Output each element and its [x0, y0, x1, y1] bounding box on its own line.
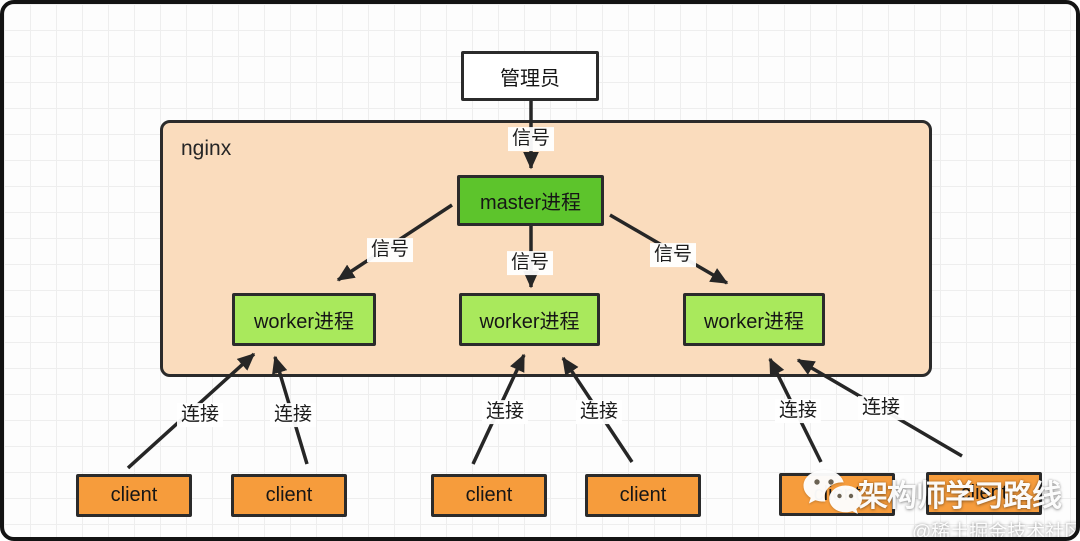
signal-label-3: 信号 [506, 251, 554, 275]
watermark-credit-text: @稀土掘金技术社区 [912, 522, 1080, 541]
connection-label-1: 连接 [176, 403, 224, 427]
client-box-5: client [779, 473, 895, 516]
admin-box: 管理员 [461, 51, 599, 101]
connection-label-2: 连接 [269, 403, 317, 427]
nginx-container-label: nginx [181, 137, 232, 160]
connection-label-5: 连接 [774, 399, 822, 423]
signal-label-1: 信号 [507, 127, 555, 151]
client-box-2: client [231, 474, 347, 517]
worker-process-box-3: worker进程 [683, 293, 825, 346]
client-label: client [265, 484, 313, 506]
master-process-box: master进程 [457, 175, 604, 226]
client-label: client [813, 483, 861, 505]
client-box-4: client [585, 474, 701, 517]
client-box-3: client [431, 474, 547, 517]
worker-process-label: worker进程 [703, 311, 804, 333]
worker-process-box-2: worker进程 [459, 293, 600, 346]
client-label: client [960, 482, 1008, 504]
connection-label-3: 连接 [481, 400, 529, 424]
client-box-6: client [926, 472, 1042, 515]
client-box-1: client [76, 474, 192, 517]
worker-process-label: worker进程 [479, 311, 580, 333]
master-process-label: master进程 [479, 192, 582, 214]
client-label: client [619, 484, 667, 506]
worker-process-label: worker进程 [253, 311, 354, 333]
connection-label-4: 连接 [575, 400, 623, 424]
client-label: client [465, 484, 513, 506]
admin-label: 管理员 [500, 67, 560, 90]
signal-label-2: 信号 [366, 238, 414, 262]
worker-process-box-1: worker进程 [232, 293, 376, 346]
signal-label-4: 信号 [649, 243, 697, 267]
connection-label-6: 连接 [857, 396, 905, 420]
client-label: client [110, 484, 158, 506]
